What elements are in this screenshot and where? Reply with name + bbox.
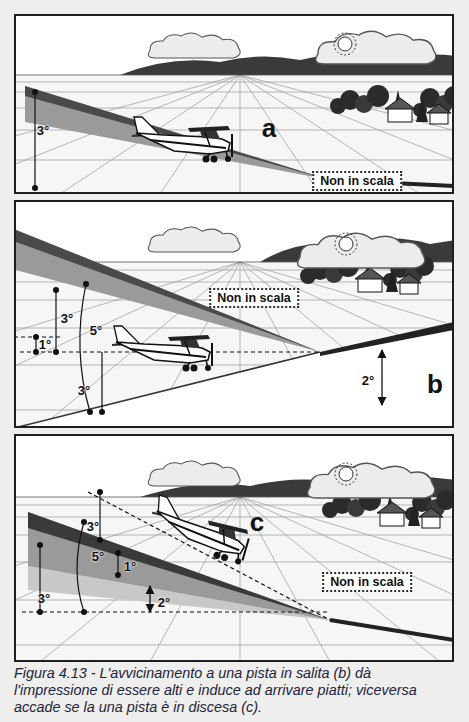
runway — [330, 620, 454, 640]
dimension-arrow — [381, 350, 382, 405]
panel-background — [14, 14, 454, 194]
note-text: Non in scala — [217, 291, 291, 305]
cloud — [316, 31, 436, 64]
note-text: Non in scala — [330, 575, 404, 589]
angle-label: 2° — [362, 373, 374, 388]
dimension-dot — [81, 519, 87, 525]
dimension-dot — [83, 281, 89, 287]
horizon — [14, 75, 454, 76]
dimension-line — [117, 553, 118, 575]
angle-label: 3° — [87, 519, 99, 534]
panel-letter: a — [262, 115, 276, 141]
dimension-dot — [115, 550, 121, 556]
panel-background — [14, 434, 454, 662]
glide-slope-edge — [25, 86, 330, 180]
note-text: Non in scala — [320, 174, 394, 188]
glide-slope-edge — [16, 230, 320, 352]
dimension-line — [34, 92, 35, 188]
dimension-line — [55, 290, 56, 352]
airplane — [145, 495, 254, 566]
scene-panel: cNon in scala — [14, 434, 454, 662]
angle-label: 5° — [90, 323, 102, 338]
dimension-dot — [87, 409, 93, 415]
runway — [320, 322, 454, 356]
sun — [335, 233, 357, 255]
sun — [334, 33, 356, 55]
dimension-dot — [115, 572, 121, 578]
dimension-line — [99, 492, 100, 540]
dimension-dot — [53, 349, 59, 355]
dimension-line — [101, 352, 102, 412]
cloud — [148, 227, 240, 252]
scene-a — [14, 14, 454, 194]
cloud — [298, 233, 425, 268]
dimension-dot — [33, 349, 39, 355]
dimension-arrow — [149, 586, 150, 612]
cloud — [308, 463, 435, 498]
dimension-dot — [32, 89, 38, 95]
dimension-dot — [99, 409, 105, 415]
angle-label: 2° — [158, 595, 170, 610]
cloud — [148, 33, 240, 58]
reference-line — [88, 492, 330, 620]
angle-label: 1° — [124, 559, 136, 574]
angle-label: 3° — [61, 311, 73, 326]
panel-letter: c — [250, 509, 264, 535]
angle-label: 1° — [39, 337, 51, 352]
angle-label: 5° — [92, 549, 104, 564]
angle-label: 3° — [37, 123, 49, 138]
reference-line — [22, 611, 330, 612]
airplane — [112, 326, 212, 372]
scale-note: Non in scala — [312, 171, 402, 191]
village — [330, 85, 454, 124]
scene-b — [14, 200, 454, 428]
dimension-dot — [97, 537, 103, 543]
dimension-arc — [77, 522, 84, 612]
panel-letter: b — [427, 371, 443, 397]
dimension-dot — [33, 334, 39, 340]
figure-caption: Figura 4.13 - L'avvicinamento a una pist… — [14, 665, 458, 716]
panel-background — [14, 200, 454, 428]
glide-slope-plane — [25, 86, 330, 180]
dimension-dot — [32, 185, 38, 191]
runway-edge — [14, 352, 320, 428]
scene-c — [14, 434, 454, 662]
glide-slope-plane — [16, 230, 320, 352]
scene-panel: aNon in scala — [14, 14, 454, 194]
angle-label: 3° — [78, 383, 90, 398]
ground-grid — [14, 75, 454, 194]
angle-label: 3° — [38, 591, 50, 606]
scale-note: Non in scala — [322, 572, 412, 592]
sun — [335, 463, 357, 485]
scale-note: Non in scala — [209, 288, 299, 308]
cloud — [148, 461, 240, 486]
dimension-dot — [81, 609, 87, 615]
dimension-dot — [97, 489, 103, 495]
dimension-dot — [53, 287, 59, 293]
dimension-dot — [37, 609, 43, 615]
airplane — [132, 117, 232, 163]
dimension-dot — [37, 542, 43, 548]
